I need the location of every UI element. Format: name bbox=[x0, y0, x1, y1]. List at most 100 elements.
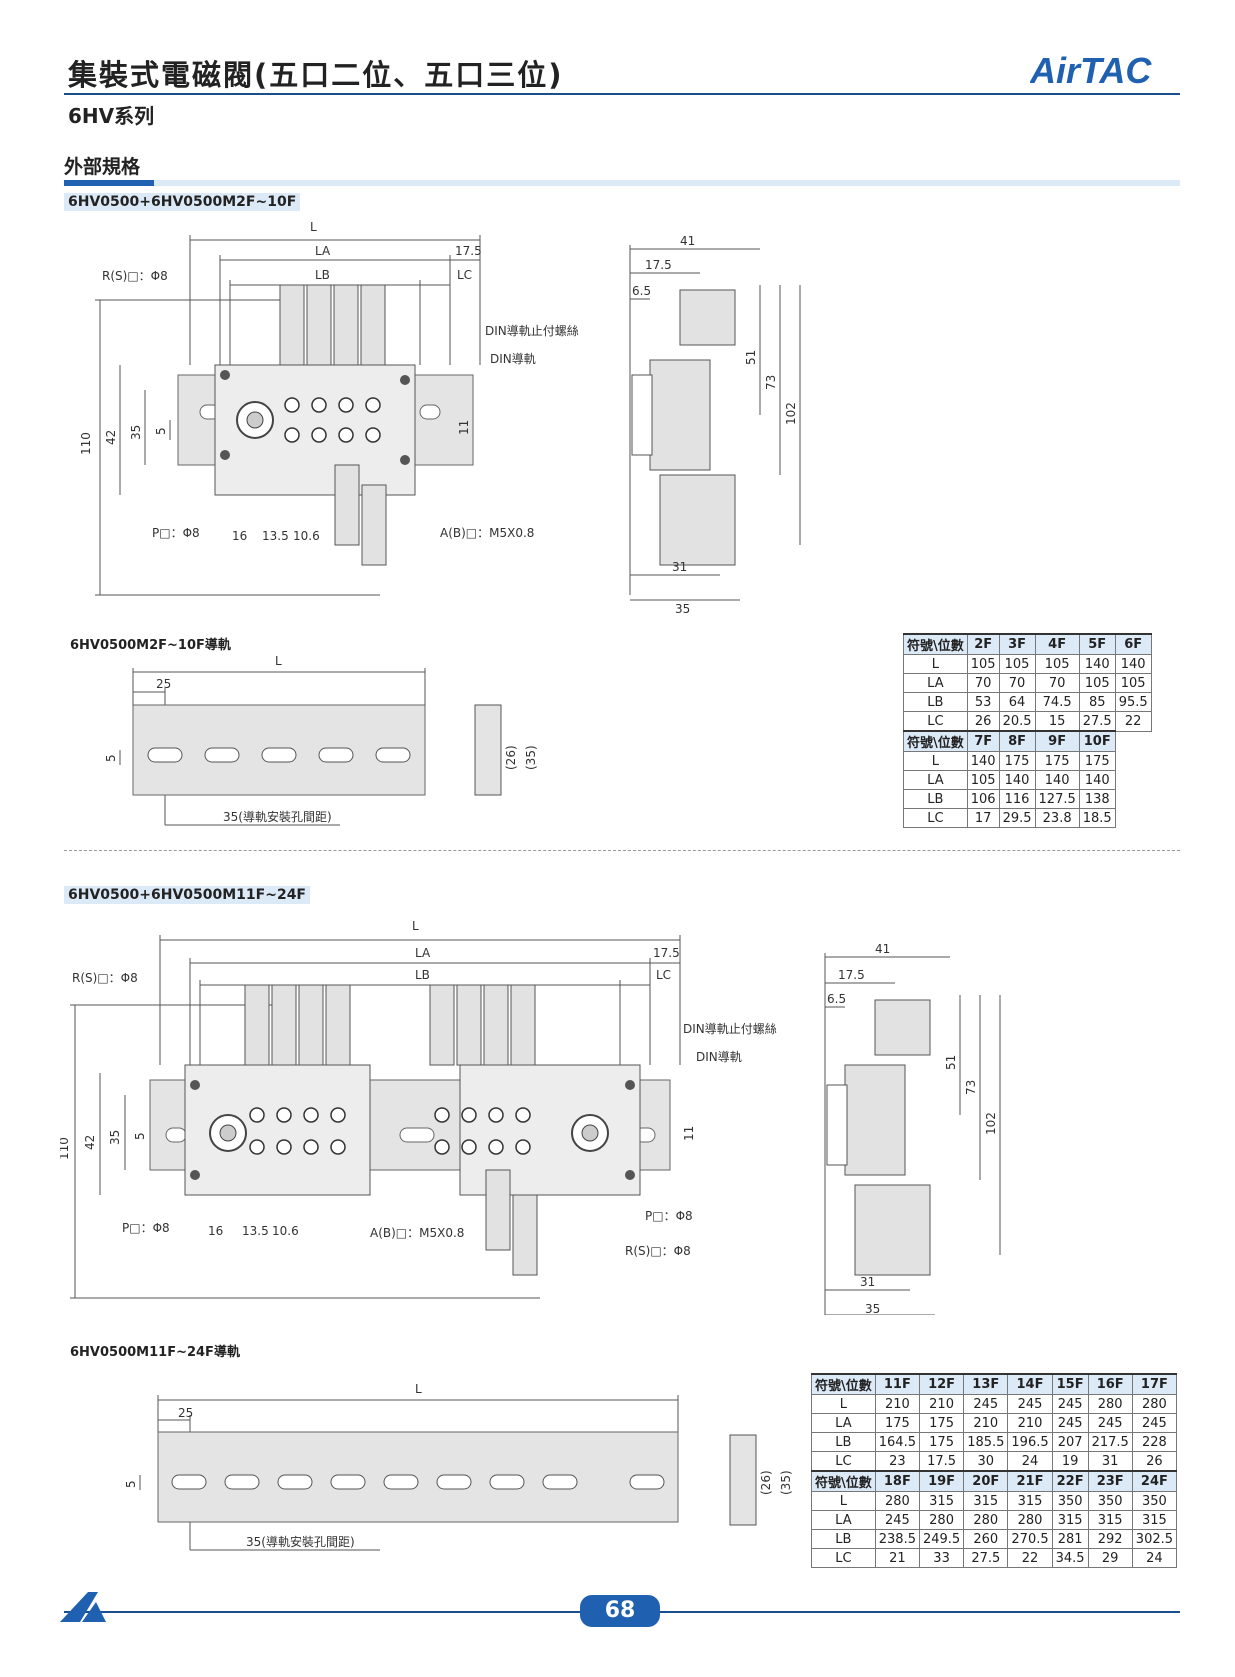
side-dim-31-1: 31 bbox=[672, 560, 687, 574]
table-column-header: 10F bbox=[1078, 730, 1116, 752]
dim-11-1: 11 bbox=[457, 420, 471, 435]
table-cell: 260 bbox=[963, 1529, 1009, 1549]
table-row-symbol: L bbox=[903, 751, 968, 771]
table-cell: 245 bbox=[1087, 1413, 1133, 1433]
table-cell: 70 bbox=[966, 673, 1000, 693]
table-row-symbol: LB bbox=[811, 1529, 876, 1549]
dim-L-2: L bbox=[412, 919, 419, 933]
table-row-symbol: L bbox=[811, 1491, 876, 1511]
table-cell: 249.5 bbox=[918, 1529, 965, 1549]
rail-dim-L-2: L bbox=[415, 1382, 422, 1396]
side-dim-175-1: 17.5 bbox=[645, 258, 672, 272]
table-cell: 280 bbox=[1131, 1394, 1178, 1414]
table-cell: 140 bbox=[1078, 654, 1116, 674]
table-cell: 30 bbox=[963, 1451, 1009, 1472]
table-cell: 140 bbox=[1078, 770, 1116, 790]
table-column-header: 20F bbox=[963, 1470, 1009, 1492]
table-cell: 140 bbox=[1114, 654, 1152, 674]
table-corner-header: 符號\位數 bbox=[903, 730, 968, 752]
table-cell: 29 bbox=[1087, 1548, 1133, 1568]
table-row-symbol: LA bbox=[903, 770, 968, 790]
callout-rs2-2: R(S)□：Φ8 bbox=[625, 1244, 691, 1258]
table-cell: 175 bbox=[1034, 751, 1080, 771]
table-row-symbol: LB bbox=[903, 789, 968, 809]
table-cell: 53 bbox=[966, 692, 1000, 712]
table-cell: 23.8 bbox=[1034, 808, 1080, 828]
dim-LA-2: LA bbox=[415, 946, 431, 960]
callout-din-1: DIN導軌 bbox=[490, 351, 536, 366]
table-cell: 127.5 bbox=[1034, 789, 1080, 809]
rail-dim-L-1: L bbox=[275, 654, 282, 668]
callout-din-screw-1: DIN導軌止付螺絲 bbox=[485, 323, 579, 338]
brand-logo-text: AirTAC bbox=[1030, 52, 1152, 88]
table-cell: 116 bbox=[998, 789, 1036, 809]
table-column-header: 16F bbox=[1087, 1373, 1133, 1395]
table-column-header: 22F bbox=[1051, 1470, 1089, 1492]
section-heading: 外部規格 bbox=[64, 156, 141, 178]
callout-rs-2: R(S)□：Φ8 bbox=[72, 971, 138, 985]
model-label-1: 6HV0500+6HV0500M2F~10F bbox=[64, 193, 301, 211]
dim-135-1: 13.5 bbox=[262, 529, 289, 543]
series-label: 6HV系列 bbox=[68, 104, 155, 128]
table-cell: 270.5 bbox=[1007, 1529, 1053, 1549]
rail-dim-5-2: 5 bbox=[124, 1480, 138, 1488]
table-column-header: 17F bbox=[1131, 1373, 1178, 1395]
rail-pitch-2: 35(導軌安裝孔間距) bbox=[246, 1534, 355, 1549]
section-bar bbox=[64, 180, 1180, 186]
dim-L-1: L bbox=[310, 220, 317, 234]
rail-dim-25-2: 25 bbox=[178, 1406, 193, 1420]
table-column-header: 4F bbox=[1034, 633, 1080, 655]
table-cell: 228 bbox=[1131, 1432, 1178, 1452]
table-cell: 18.5 bbox=[1078, 808, 1116, 828]
table-cell: 85 bbox=[1078, 692, 1116, 712]
side-dim-102-1: 102 bbox=[784, 402, 798, 425]
table-cell: 105 bbox=[1114, 673, 1152, 693]
page-number: 68 bbox=[580, 1595, 660, 1627]
table-column-header: 12F bbox=[918, 1373, 965, 1395]
page-title: 集裝式電磁閥(五口二位、五口三位) bbox=[68, 58, 564, 92]
dim-35-1: 35 bbox=[129, 425, 143, 440]
side-dim-65-1: 6.5 bbox=[632, 284, 651, 298]
table-row-symbol: LA bbox=[811, 1413, 876, 1433]
table-cell: 315 bbox=[1051, 1510, 1089, 1530]
side-dim-51-2: 51 bbox=[944, 1055, 958, 1070]
table-corner-header: 符號\位數 bbox=[903, 633, 968, 655]
table-row-symbol: L bbox=[903, 654, 968, 674]
side-dim-35-2: 35 bbox=[865, 1302, 880, 1315]
table-row-symbol: LC bbox=[903, 711, 968, 732]
side-dim-41-2: 41 bbox=[875, 942, 890, 956]
table-column-header: 13F bbox=[963, 1373, 1009, 1395]
rail-title-1: 6HV0500M2F~10F導軌 bbox=[70, 638, 231, 653]
dim-42-1: 42 bbox=[104, 430, 118, 445]
table-cell: 74.5 bbox=[1034, 692, 1080, 712]
side-dim-65-2: 6.5 bbox=[827, 992, 846, 1006]
table-row-symbol: LA bbox=[903, 673, 968, 693]
table-cell: 95.5 bbox=[1114, 692, 1152, 712]
table-cell: 105 bbox=[1034, 654, 1080, 674]
footer-logo-icon bbox=[60, 1592, 106, 1622]
table-cell: 196.5 bbox=[1007, 1432, 1053, 1452]
table-cell: 15 bbox=[1034, 711, 1080, 732]
callout-p2-2: P□：Φ8 bbox=[645, 1209, 693, 1223]
side-dim-73-1: 73 bbox=[764, 375, 778, 390]
table-cell: 26 bbox=[966, 711, 1000, 732]
table-corner-header: 符號\位數 bbox=[811, 1373, 876, 1395]
table-cell: 210 bbox=[963, 1413, 1009, 1433]
rail-dim-26-1: (26) bbox=[504, 745, 518, 770]
table-cell: 17 bbox=[966, 808, 1000, 828]
dim-16-1: 16 bbox=[232, 529, 247, 543]
table-cell: 33 bbox=[918, 1548, 965, 1568]
table-cell: 281 bbox=[1051, 1529, 1089, 1549]
table-cell: 280 bbox=[874, 1491, 920, 1511]
table-row-symbol: LB bbox=[903, 692, 968, 712]
table-cell: 24 bbox=[1131, 1548, 1178, 1568]
dim-LC-1: LC bbox=[457, 268, 472, 282]
table-cell: 105 bbox=[998, 654, 1036, 674]
